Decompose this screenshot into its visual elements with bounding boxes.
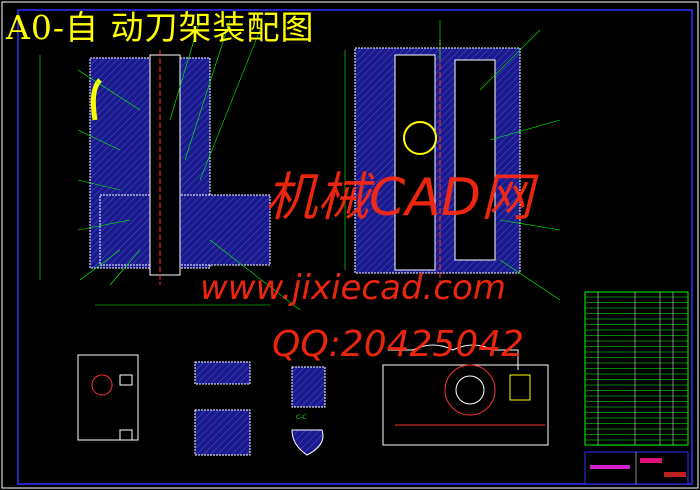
title-block	[584, 451, 689, 485]
parts-list-table	[584, 291, 689, 446]
detail-view-schematic	[77, 354, 139, 441]
drawing-title: A0-自 动刀架装配图	[6, 8, 315, 47]
inner-frame	[17, 9, 693, 485]
side-view-right	[344, 20, 561, 301]
watermark-site-name: 机械CAD网	[265, 168, 533, 228]
main-view-left	[39, 19, 301, 311]
watermark-qq: QQ:20425042	[272, 324, 525, 365]
section-label-c: C-C	[296, 414, 307, 421]
section-views	[194, 361, 326, 456]
watermark-url: www.jixiecad.com	[200, 268, 506, 308]
plan-view	[382, 344, 549, 446]
